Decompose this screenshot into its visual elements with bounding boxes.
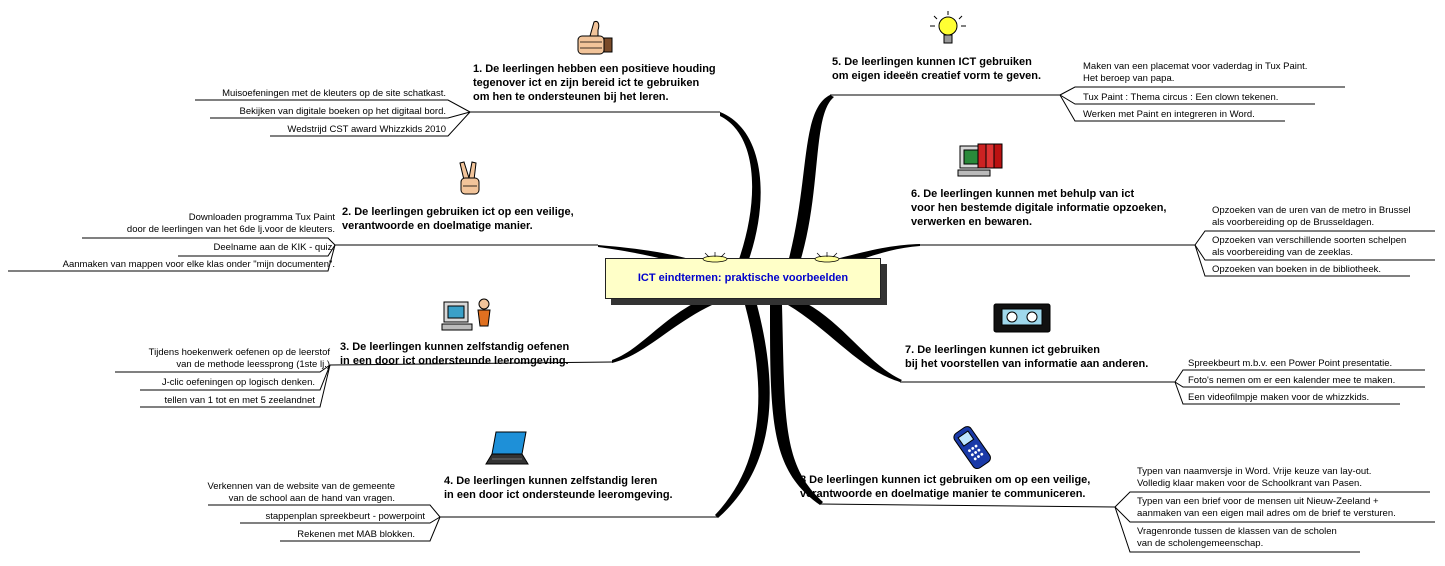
topic-7-example-1[interactable]: Spreekbeurt m.b.v. een Power Point prese…: [1188, 358, 1393, 369]
thumbs-up-icon: [577, 21, 613, 55]
central-node-box: [605, 258, 881, 299]
lightbulb-icon: [930, 11, 966, 44]
video-cassette-icon: [993, 303, 1051, 333]
topic-2-example-2[interactable]: Deelname aan de KIK - quiz.: [213, 242, 335, 253]
topic-8-example-3[interactable]: Vragenronde tussen de klassen van de sch…: [1137, 526, 1337, 549]
topic-6-example-1[interactable]: Opzoeken van de uren van de metro in Bru…: [1212, 205, 1411, 228]
topic-1-example-3[interactable]: Wedstrijd CST award Whizzkids 2010: [287, 124, 446, 135]
computer-books-icon: [957, 143, 1003, 177]
thin-branches: [8, 86, 1435, 553]
topic-3-example-3[interactable]: tellen van 1 tot en met 5 zeelandnet: [164, 395, 315, 406]
topic-6-label[interactable]: 6. De leerlingen kunnen met behulp van i…: [911, 188, 1167, 228]
topic-2-example-1[interactable]: Downloaden programma Tux Paint door de l…: [126, 212, 335, 235]
topic-8-example-1[interactable]: Typen van naamversje in Word. Vrije keuz…: [1137, 466, 1372, 489]
central-node[interactable]: ICT eindtermen: praktische voorbeelden: [605, 258, 887, 305]
thick-branches: [598, 95, 920, 518]
topic-4-example-3[interactable]: Rekenen met MAB blokken.: [297, 529, 415, 540]
topic-5-example-2[interactable]: Tux Paint : Thema circus : Een clown tek…: [1083, 92, 1279, 103]
topic-2-label[interactable]: 2. De leerlingen gebruiken ict op een ve…: [342, 206, 574, 232]
topic-6-example-3[interactable]: Opzoeken van boeken in de bibliotheek.: [1212, 264, 1382, 275]
topic-7-example-2[interactable]: Foto's nemen om er een kalender mee te m…: [1188, 375, 1396, 386]
topic-3-label[interactable]: 3. De leerlingen kunnen zelfstandig oefe…: [340, 341, 570, 367]
topic-7-example-3[interactable]: Een videofilmpje maken voor de whizzkids…: [1188, 392, 1370, 403]
central-bulb-icon-right: [814, 252, 840, 263]
topic-1-example-2[interactable]: Bekijken van digitale boeken op het digi…: [239, 106, 446, 117]
topic-5-example-1[interactable]: Maken van een placemat voor vaderdag in …: [1083, 61, 1308, 84]
topic-8-example-2[interactable]: Typen van een brief voor de mensen uit N…: [1137, 496, 1396, 519]
topic-4-example-2[interactable]: stappenplan spreekbeurt - powerpoint: [265, 511, 426, 522]
topic-7-label[interactable]: 7. De leerlingen kunnen ict gebruiken bi…: [905, 344, 1149, 370]
topic-3-example-1[interactable]: Tijdens hoekenwerk oefenen op de leersto…: [148, 347, 330, 370]
topic-5-label[interactable]: 5. De leerlingen kunnen ICT gebruiken om…: [832, 56, 1042, 82]
topic-4-label[interactable]: 4. De leerlingen kunnen zelfstandig lere…: [444, 475, 673, 501]
central-bulb-icon-left: [702, 252, 728, 263]
topic-8-label[interactable]: 8 De leerlingen kunnen ict gebruiken om …: [800, 474, 1091, 500]
topic-3-example-2[interactable]: J-clic oefeningen op logisch denken.: [161, 377, 315, 388]
topic-1-example-1[interactable]: Muisoefeningen met de kleuters op de sit…: [222, 88, 446, 99]
mobile-phone-icon: [953, 426, 991, 470]
topic-1-label[interactable]: 1. De leerlingen hebben een positieve ho…: [473, 63, 716, 103]
central-title: ICT eindtermen: praktische voorbeelden: [637, 272, 849, 284]
computer-user-icon: [441, 298, 491, 331]
topic-6-example-2[interactable]: Opzoeken van verschillende soorten schel…: [1212, 235, 1407, 258]
topic-4-example-1[interactable]: Verkennen van de website van de gemeente…: [207, 481, 396, 504]
topic-2-example-3[interactable]: Aanmaken van mappen voor elke klas onder…: [62, 259, 335, 270]
topic-5-example-3[interactable]: Werken met Paint en integreren in Word.: [1083, 109, 1255, 120]
laptop-icon: [485, 431, 529, 465]
peace-hand-icon: [459, 161, 480, 195]
